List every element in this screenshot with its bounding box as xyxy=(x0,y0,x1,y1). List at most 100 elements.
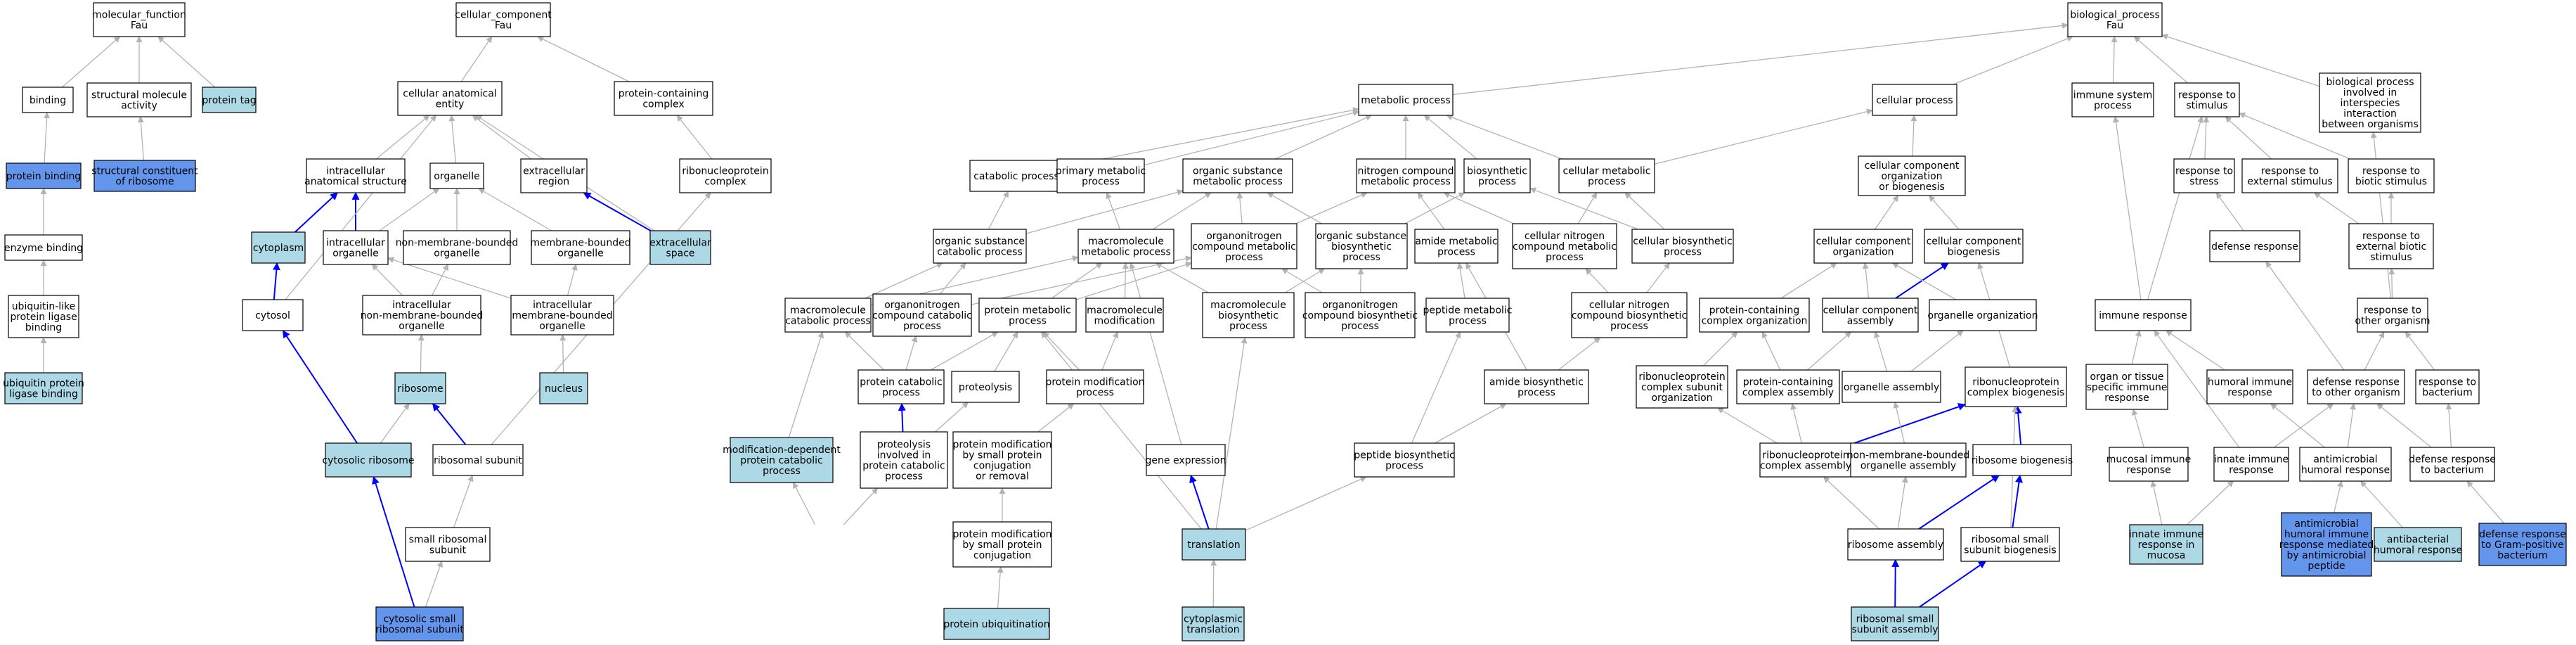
go-term-geneexp[interactable]: gene expression xyxy=(1146,444,1226,476)
go-term-cytosol[interactable]: cytosol xyxy=(242,299,304,331)
go-term-ribosome[interactable]: ribosome xyxy=(394,372,446,404)
go-term-pbind[interactable]: protein binding xyxy=(6,162,82,189)
go-term-ptag[interactable]: protein tag xyxy=(202,87,257,113)
go-term-nucleus[interactable]: nucleus xyxy=(539,372,588,404)
go-term-immresp[interactable]: immune response xyxy=(2095,299,2192,331)
go-term-cribo[interactable]: cytosolic ribosome xyxy=(322,442,415,478)
go-term-metab[interactable]: metabolic process xyxy=(1358,84,1454,116)
go-term-inmbo[interactable]: intracellularnon-membrane-boundedorganel… xyxy=(361,295,484,336)
go-term-cellproc[interactable]: cellular process xyxy=(1872,84,1957,116)
go-term-proteolysis[interactable]: proteolysis xyxy=(951,371,1020,403)
go-term-orgorg[interactable]: organelle organization xyxy=(1928,299,2038,331)
go-term-defresp[interactable]: defense response xyxy=(2209,230,2300,262)
go-term-catab[interactable]: catabolic process xyxy=(969,160,1063,192)
go-term-rsu[interactable]: ribosomal subunit xyxy=(432,444,524,476)
go-term-binding[interactable]: binding xyxy=(22,87,74,113)
go-term-riboasm[interactable]: ribosome assembly xyxy=(1847,528,1944,561)
go-term-pubiq[interactable]: protein ubiquitination xyxy=(943,608,1050,640)
go-term-ribobio[interactable]: ribosome biogenesis xyxy=(1972,444,2073,476)
go-term-ebind[interactable]: enzyme binding xyxy=(4,234,83,261)
go-term-cytoplasm[interactable]: cytoplasm xyxy=(251,231,306,264)
go-term-organelle[interactable]: organelle xyxy=(429,162,484,189)
go-term-translation[interactable]: translation xyxy=(1182,528,1246,561)
